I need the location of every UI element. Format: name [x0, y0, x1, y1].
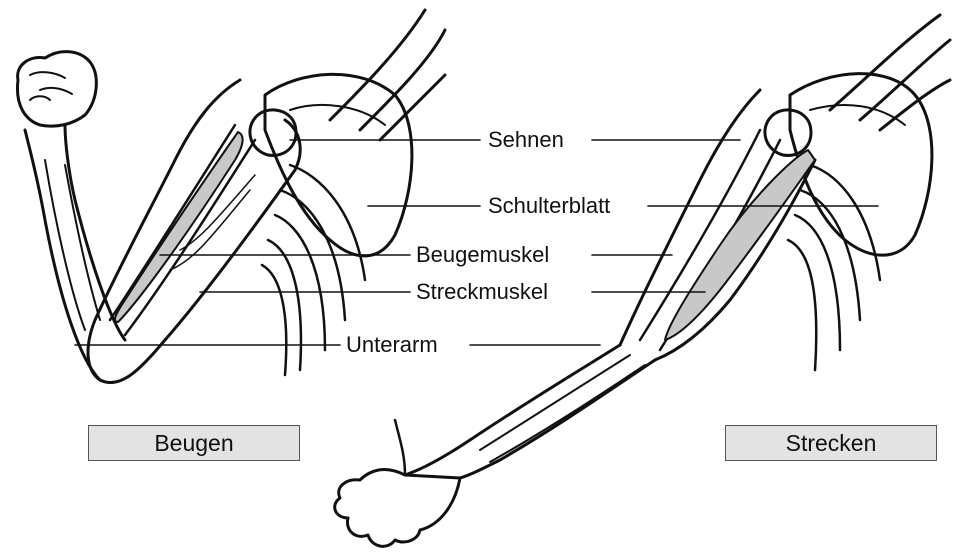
label-unterarm: Unterarm	[344, 332, 440, 358]
flexed-arm-illustration	[17, 10, 445, 383]
caption-strecken: Strecken	[725, 425, 937, 461]
label-beugemuskel: Beugemuskel	[414, 242, 551, 268]
left-biceps-muscle	[115, 132, 243, 322]
label-sehnen: Sehnen	[486, 127, 566, 153]
label-streckmuskel: Streckmuskel	[414, 279, 550, 305]
right-hand	[335, 470, 460, 547]
right-triceps-muscle	[665, 150, 815, 340]
caption-beugen: Beugen	[88, 425, 300, 461]
label-schulterblatt: Schulterblatt	[486, 193, 612, 219]
